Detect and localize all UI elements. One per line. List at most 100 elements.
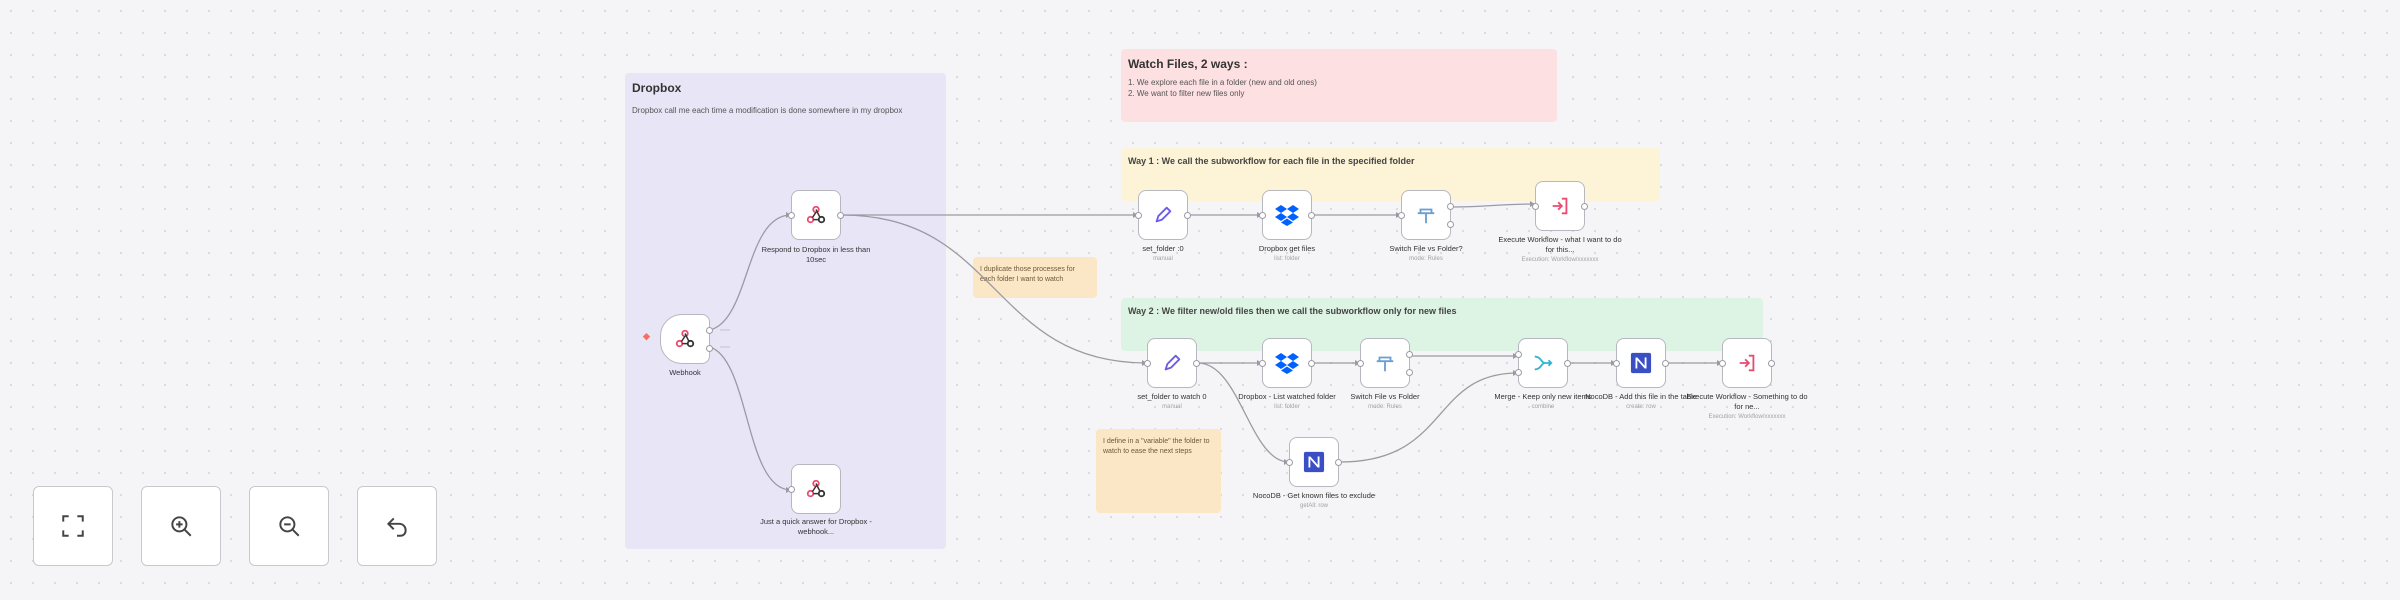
node-execute-workflow-2[interactable]: [1719, 338, 1775, 388]
node-notion-get-sub: getAll: row: [1299, 503, 1328, 509]
node-respond-dropbox-label: Respond to Dropbox in less than 10sec: [761, 245, 871, 264]
connection-respond-set2[interactable]: [841, 214, 1148, 364]
undo-icon: [386, 517, 407, 537]
node-dropbox-get-files[interactable]: [1259, 190, 1315, 240]
switch-icon: [1417, 208, 1435, 224]
output-port[interactable]: [1581, 203, 1588, 210]
sticky-note-duplicate[interactable]: I duplicate those processes for each fol…: [973, 257, 1097, 298]
node-respond-dropbox[interactable]: [788, 190, 844, 240]
sticky-note-define-text: I define in a "variable" the folder to w…: [1103, 438, 1210, 455]
input-port[interactable]: [1286, 459, 1293, 466]
dropbox-icon: [1275, 205, 1299, 226]
node-switch-1-title: Switch File vs Folder?: [1389, 244, 1463, 253]
output-port[interactable]: [1193, 360, 1200, 367]
node-quick-answer[interactable]: [788, 464, 841, 514]
output-port[interactable]: [1564, 360, 1571, 367]
output-port[interactable]: [1335, 459, 1342, 466]
notion-icon: [1303, 451, 1325, 473]
input-port[interactable]: [1398, 212, 1405, 219]
input-port[interactable]: [1613, 360, 1620, 367]
node-webhook[interactable]: [660, 314, 713, 364]
connection-notionget-merge[interactable]: [1339, 372, 1519, 463]
input-port[interactable]: [1259, 212, 1266, 219]
node-switch-1[interactable]: [1398, 190, 1454, 240]
input-port[interactable]: [1515, 351, 1522, 358]
connection-webhook-respond[interactable]: [709, 214, 792, 331]
output-port[interactable]: [1447, 221, 1454, 228]
output-port[interactable]: [837, 212, 844, 219]
sticky-dropbox[interactable]: Dropbox Dropbox call me each time a modi…: [625, 73, 946, 549]
sticky-way2-text: Way 2 : We filter new/old files then we …: [1128, 306, 1457, 316]
node-set-folder-1-sub: manual: [1153, 256, 1173, 262]
node-set-folder-1-title: set_folder :0: [1142, 244, 1184, 253]
input-port[interactable]: [1515, 369, 1522, 376]
dropbox-icon: [1275, 353, 1299, 374]
node-dropbox-get-files-title: Dropbox get files: [1258, 244, 1316, 253]
node-execute-workflow-2-sub: Execution: Workflow/xxxxxxx: [1708, 414, 1786, 420]
zoom-out-button[interactable]: [249, 486, 329, 566]
sticky-way2[interactable]: Way 2 : We filter new/old files then we …: [1121, 298, 1763, 351]
node-notion-add-sub: create: row: [1626, 404, 1656, 410]
node-notion-get[interactable]: [1286, 437, 1342, 487]
pencil-icon: [1164, 354, 1181, 371]
merge-icon: [1534, 355, 1553, 371]
output-port[interactable]: [1447, 203, 1454, 210]
output-port[interactable]: [706, 327, 713, 334]
output-port[interactable]: [706, 345, 713, 352]
node-set-folder-2-sub: manual: [1162, 404, 1182, 410]
output-port[interactable]: [1662, 360, 1669, 367]
node-dropbox-list[interactable]: [1259, 338, 1315, 388]
output-port[interactable]: [1308, 360, 1315, 367]
reset-zoom-button[interactable]: [357, 486, 437, 566]
output-port[interactable]: [1768, 360, 1775, 367]
input-port[interactable]: [1719, 360, 1726, 367]
input-port[interactable]: [1532, 203, 1539, 210]
execute-icon: [1552, 197, 1568, 215]
zoom-in-button[interactable]: [141, 486, 221, 566]
node-notion-add-label: NocoDB - Add this file in the table crea…: [1576, 392, 1706, 412]
node-merge-title: Merge - Keep only new items: [1494, 392, 1592, 401]
node-execute-workflow-1-title: Execute Workflow - what I want to do for…: [1498, 235, 1622, 254]
node-switch-1-label: Switch File vs Folder? mode: Rules: [1361, 244, 1491, 264]
node-switch-2-sub: mode: Rules: [1368, 404, 1402, 410]
fit-view-button[interactable]: [33, 486, 113, 566]
input-port[interactable]: [1259, 360, 1266, 367]
execute-icon: [1739, 354, 1755, 372]
input-port[interactable]: [1144, 360, 1151, 367]
output-port[interactable]: [1184, 212, 1191, 219]
notion-icon: [1630, 352, 1652, 374]
node-execute-workflow-2-title: Execute Workflow - Something to do for n…: [1686, 392, 1808, 411]
node-merge[interactable]: [1515, 338, 1571, 388]
node-dropbox-list-label: Dropbox - List watched folder list: fold…: [1222, 392, 1352, 412]
node-execute-workflow-1[interactable]: [1532, 181, 1588, 231]
input-port[interactable]: [788, 212, 795, 219]
sticky-watch-line1: 1. We explore each file in a folder (new…: [1128, 78, 1317, 87]
node-set-folder-2[interactable]: [1144, 338, 1200, 388]
output-port[interactable]: [1406, 351, 1413, 358]
input-port[interactable]: [1357, 360, 1364, 367]
sticky-note-duplicate-text: I duplicate those processes for each fol…: [980, 266, 1075, 283]
node-merge-label: Merge - Keep only new items combine: [1478, 392, 1608, 412]
sticky-note-define[interactable]: I define in a "variable" the folder to w…: [1096, 429, 1221, 513]
sticky-watch-title: Watch Files, 2 ways :: [1128, 57, 1248, 71]
output-port[interactable]: [1308, 212, 1315, 219]
connection-switch1-execute1[interactable]: [1451, 203, 1536, 208]
connection-set2-notionget[interactable]: [1197, 362, 1290, 463]
node-set-folder-1[interactable]: [1135, 190, 1191, 240]
input-port[interactable]: [788, 486, 795, 493]
node-switch-1-sub: mode: Rules: [1409, 256, 1443, 262]
node-set-folder-1-label: set_folder :0 manual: [1098, 244, 1228, 264]
node-notion-add[interactable]: [1613, 338, 1669, 388]
input-port[interactable]: [1135, 212, 1142, 219]
sticky-watch-files[interactable]: Watch Files, 2 ways : 1. We explore each…: [1121, 49, 1557, 122]
connection-webhook-quickanswer[interactable]: [709, 346, 792, 491]
node-notion-get-label: NocoDB - Get known files to exclude getA…: [1249, 491, 1379, 511]
sticky-way1-text: Way 1 : We call the subworkflow for each…: [1128, 156, 1415, 166]
output-port[interactable]: [1406, 369, 1413, 376]
sticky-watch-line2: 2. We want to filter new files only: [1128, 89, 1245, 98]
node-notion-add-title: NocoDB - Add this file in the table: [1585, 392, 1697, 401]
webhook-icon: [806, 205, 826, 224]
node-switch-2[interactable]: [1357, 338, 1413, 388]
